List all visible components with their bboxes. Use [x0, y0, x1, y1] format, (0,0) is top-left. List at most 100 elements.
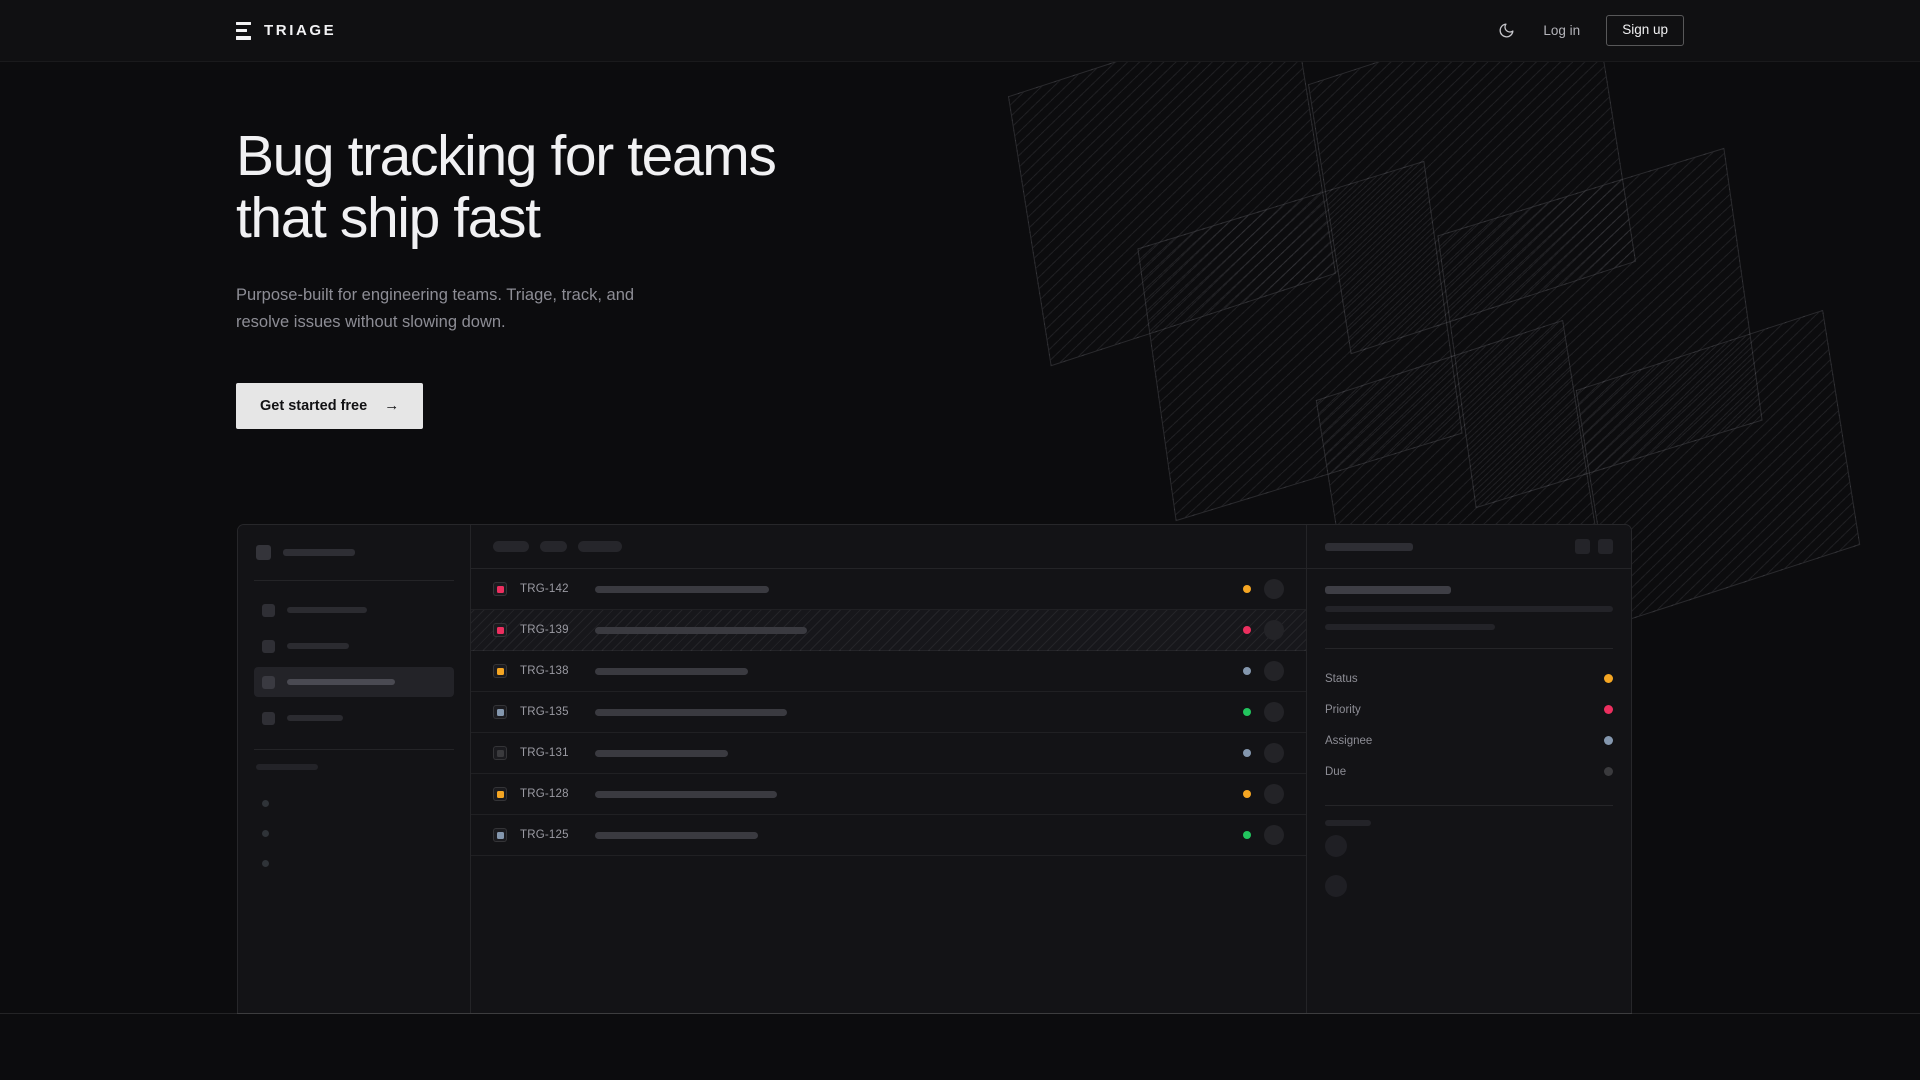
avatar[interactable]: [1264, 784, 1284, 804]
workspace-avatar: [256, 545, 271, 560]
issue-title-placeholder: [595, 790, 777, 798]
sidebar-item-nav-item-4[interactable]: [254, 703, 454, 733]
issue-title-placeholder: [595, 708, 787, 716]
activity-list: [1325, 826, 1613, 906]
table-row[interactable]: TRG-142: [471, 569, 1306, 610]
sidebar-section-label: [256, 764, 318, 770]
status-badge[interactable]: [1243, 667, 1251, 675]
priority-icon[interactable]: [493, 582, 507, 596]
hero-title-line-1: Bug tracking for teams: [236, 124, 777, 188]
issue-id: TRG-125: [520, 829, 569, 841]
issue-id: TRG-142: [520, 583, 569, 595]
priority-icon[interactable]: [493, 746, 507, 760]
priority-swatch: [496, 749, 504, 757]
detail-action-2[interactable]: [1598, 539, 1613, 554]
project-dot-icon: [262, 859, 269, 867]
filter-chip-1[interactable]: [493, 541, 529, 552]
activity-item-2: [1325, 866, 1613, 906]
issue-title-placeholder: [595, 831, 758, 839]
app-sidebar: [238, 525, 471, 1013]
login-link[interactable]: Log in: [1543, 23, 1581, 38]
sidebar-project-dot-1[interactable]: [254, 788, 454, 818]
table-row[interactable]: TRG-125: [471, 815, 1306, 856]
table-row[interactable]: TRG-128: [471, 774, 1306, 815]
breadcrumb: [1325, 542, 1413, 551]
sidebar-item-nav-item-3[interactable]: [254, 667, 454, 697]
priority-swatch: [496, 585, 504, 593]
detail-meta-label: Due: [1325, 765, 1347, 778]
avatar[interactable]: [1264, 743, 1284, 763]
detail-meta-label: Status: [1325, 672, 1358, 685]
table-row[interactable]: TRG-131: [471, 733, 1306, 774]
table-row[interactable]: TRG-138: [471, 651, 1306, 692]
top-navigation-bar: TRIAGE Log in Sign up: [0, 0, 1920, 62]
brand-wordmark: TRIAGE: [264, 22, 337, 39]
sidebar-project-list: [254, 788, 454, 878]
priority-icon[interactable]: [493, 664, 507, 678]
sidebar-item-label: [287, 715, 343, 721]
hero-title-line-2: that ship fast: [236, 186, 541, 251]
workspace-switcher[interactable]: [254, 541, 454, 564]
hero-section: Bug tracking for teams that ship fast Pu…: [0, 62, 1920, 429]
detail-meta-due[interactable]: Due: [1325, 756, 1613, 787]
hero-subtitle-line-2: resolve issues without slowing down.: [236, 312, 506, 331]
detail-meta-value-swatch: [1604, 674, 1613, 683]
detail-meta-label: Priority: [1325, 703, 1361, 716]
brand-logo[interactable]: TRIAGE: [236, 21, 337, 40]
status-badge[interactable]: [1243, 585, 1251, 593]
moon-icon[interactable]: [1495, 20, 1517, 42]
sidebar-item-label: [287, 607, 367, 613]
page-title: Bug tracking for teams that ship fast: [236, 125, 956, 249]
status-badge[interactable]: [1243, 831, 1251, 839]
sidebar-project-dot-3[interactable]: [254, 848, 454, 878]
status-badge[interactable]: [1243, 626, 1251, 634]
sidebar-item-nav-item-2[interactable]: [254, 631, 454, 661]
status-badge[interactable]: [1243, 708, 1251, 716]
filter-chip-2[interactable]: [540, 541, 567, 552]
hero-subtitle-line-1: Purpose-built for engineering teams. Tri…: [236, 286, 635, 305]
sidebar-item-icon: [262, 675, 275, 689]
detail-meta-value-swatch: [1604, 767, 1613, 776]
priority-swatch: [496, 708, 504, 716]
table-row[interactable]: TRG-139: [471, 610, 1306, 651]
detail-divider-top: [1325, 648, 1613, 649]
status-badge[interactable]: [1243, 749, 1251, 757]
detail-action-buttons: [1575, 539, 1613, 554]
avatar[interactable]: [1264, 579, 1284, 599]
avatar[interactable]: [1264, 620, 1284, 640]
hero-subtitle: Purpose-built for engineering teams. Tri…: [236, 282, 716, 335]
sidebar-project-dot-2[interactable]: [254, 818, 454, 848]
priority-icon[interactable]: [493, 787, 507, 801]
avatar[interactable]: [1264, 661, 1284, 681]
issue-list-toolbar: [471, 525, 1306, 569]
project-dot-icon: [262, 799, 269, 807]
detail-action-1[interactable]: [1575, 539, 1590, 554]
issue-title-placeholder: [595, 667, 748, 675]
status-badge[interactable]: [1243, 790, 1251, 798]
detail-divider-bottom: [1325, 805, 1613, 806]
sidebar-item-label: [287, 679, 395, 685]
detail-description-line-2: [1325, 624, 1495, 630]
priority-icon[interactable]: [493, 828, 507, 842]
priority-icon[interactable]: [493, 705, 507, 719]
detail-meta-priority[interactable]: Priority: [1325, 694, 1613, 725]
sidebar-item-icon: [262, 711, 275, 725]
issue-id: TRG-138: [520, 665, 569, 677]
sidebar-item-nav-item-1[interactable]: [254, 595, 454, 625]
signup-button[interactable]: Sign up: [1606, 15, 1684, 46]
priority-icon[interactable]: [493, 623, 507, 637]
avatar[interactable]: [1264, 825, 1284, 845]
table-row[interactable]: TRG-135: [471, 692, 1306, 733]
workspace-name-placeholder: [283, 549, 355, 556]
activity-section-label: [1325, 820, 1371, 826]
avatar[interactable]: [1264, 702, 1284, 722]
detail-description-placeholder: [1325, 606, 1613, 630]
get-started-button[interactable]: Get started free →: [236, 382, 424, 429]
detail-meta-status[interactable]: Status: [1325, 663, 1613, 694]
detail-meta-assignee[interactable]: Assignee: [1325, 725, 1613, 756]
filter-chip-3[interactable]: [578, 541, 622, 552]
